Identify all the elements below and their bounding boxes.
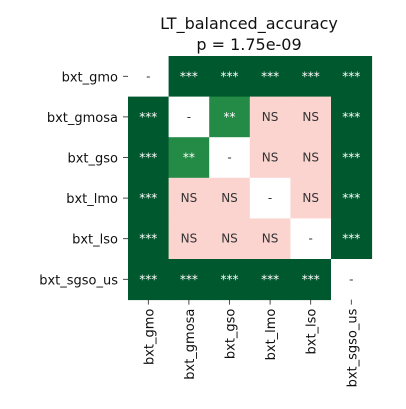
chart-subtitle: p = 1.75e-09 <box>196 35 301 54</box>
heatmap-cell <box>249 177 291 219</box>
heatmap-cell <box>168 137 210 179</box>
heatmap-cell <box>249 96 291 138</box>
cell-value-label: NS <box>302 110 319 124</box>
cell-value-label: *** <box>139 110 157 124</box>
row-tick-label: bxt_gmo <box>62 70 118 85</box>
chart-title: LT_balanced_accuracy <box>160 14 338 34</box>
column-tick-label: bxt_sgso_us <box>345 308 360 387</box>
cell-value-label: *** <box>180 69 198 83</box>
row-tick-label: bxt_gmosa <box>47 111 118 126</box>
heatmap-cell <box>128 177 170 219</box>
heatmap-cell <box>168 56 210 98</box>
cell-value-label: NS <box>262 232 279 246</box>
heatmap-cell <box>331 177 373 219</box>
column-axis: bxt_gmo bxt_gmosa bxt_gso bxt_lmo bxt_lso bxt… <box>142 299 360 387</box>
heatmap-cell <box>128 259 170 301</box>
heatmap-cell <box>168 177 210 219</box>
cell-value-label: *** <box>302 69 320 83</box>
cell-value-label: NS <box>181 191 198 205</box>
heatmap-cell <box>331 137 373 179</box>
cell-value-label: - <box>187 110 191 124</box>
cell-value-label: *** <box>342 151 360 165</box>
cell-value-label: *** <box>342 191 360 205</box>
cell-value-label: - <box>309 232 313 246</box>
heatmap-cell <box>331 218 373 260</box>
cell-value-label: NS <box>262 110 279 124</box>
cell-value-label: NS <box>302 191 319 205</box>
heatmap-cell <box>331 96 373 138</box>
cell-value-label: ** <box>183 151 195 165</box>
column-tick-label: bxt_gmosa <box>183 309 198 380</box>
heatmap-cell <box>209 218 251 260</box>
cell-value-label: - <box>227 151 231 165</box>
cell-value-label: *** <box>221 272 239 286</box>
cell-value-label: *** <box>139 272 157 286</box>
heatmap-cell <box>168 259 210 301</box>
cell-value-label: *** <box>139 191 157 205</box>
heatmap-cell <box>128 218 170 260</box>
heatmap-cell <box>209 177 251 219</box>
column-tick-label: bxt_gso <box>224 309 239 360</box>
cell-value-label: *** <box>342 110 360 124</box>
cell-value-label: ** <box>224 110 236 124</box>
column-tick-label: bxt_lmo <box>264 309 279 361</box>
cell-value-label: NS <box>181 232 198 246</box>
row-axis: bxt_gmo bxt_gmosa bxt_gso bxt_lmo bxt_lsobxt… <box>39 70 128 288</box>
heatmap-cell <box>209 137 251 179</box>
cell-value-label: *** <box>261 272 279 286</box>
heatmap-cell <box>249 259 291 301</box>
cell-value-label: *** <box>139 151 157 165</box>
column-tick-label: bxt_gmo <box>142 309 157 365</box>
heatmap-cell <box>290 96 332 138</box>
cell-value-label: *** <box>180 272 198 286</box>
heatmap-cell <box>168 218 210 260</box>
heatmap-cell <box>290 56 332 98</box>
row-tick-label: bxt_lso <box>72 233 118 248</box>
heatmap-cell <box>209 259 251 301</box>
cell-value-label: *** <box>302 272 320 286</box>
cell-value-label: - <box>146 69 150 83</box>
heatmap-cell <box>128 96 170 138</box>
cell-value-label: *** <box>261 69 279 83</box>
row-tick-label: bxt_sgso_us <box>39 273 118 288</box>
cell-value-label: NS <box>262 151 279 165</box>
row-tick-label: bxt_lmo <box>66 192 118 207</box>
heatmap-cell <box>209 56 251 98</box>
heatmap-cell <box>290 218 332 260</box>
row-tick-label: bxt_gso <box>67 152 118 167</box>
heatmap-cell <box>290 177 332 219</box>
heatmap-cell <box>128 56 170 98</box>
cell-value-label: *** <box>221 69 239 83</box>
heatmap-cell <box>209 96 251 138</box>
column-tick-label: bxt_lso <box>305 309 320 355</box>
cell-value-label: - <box>349 272 353 286</box>
heatmap-cell <box>249 56 291 98</box>
heatmap-cell <box>249 218 291 260</box>
cell-value-label: - <box>268 191 272 205</box>
heatmap-cell <box>249 137 291 179</box>
heatmap-cell <box>290 137 332 179</box>
heatmap-cell <box>128 137 170 179</box>
cell-value-label: *** <box>342 232 360 246</box>
cell-value-label: NS <box>221 232 238 246</box>
cell-value-label: *** <box>342 69 360 83</box>
cell-value-label: *** <box>139 232 157 246</box>
heatmap-cell <box>168 96 210 138</box>
heatmap-cell <box>290 259 332 301</box>
heatmap-cell <box>331 259 373 301</box>
heatmap-cell <box>331 56 373 98</box>
cell-value-label: NS <box>221 191 238 205</box>
cell-value-label: NS <box>302 151 319 165</box>
